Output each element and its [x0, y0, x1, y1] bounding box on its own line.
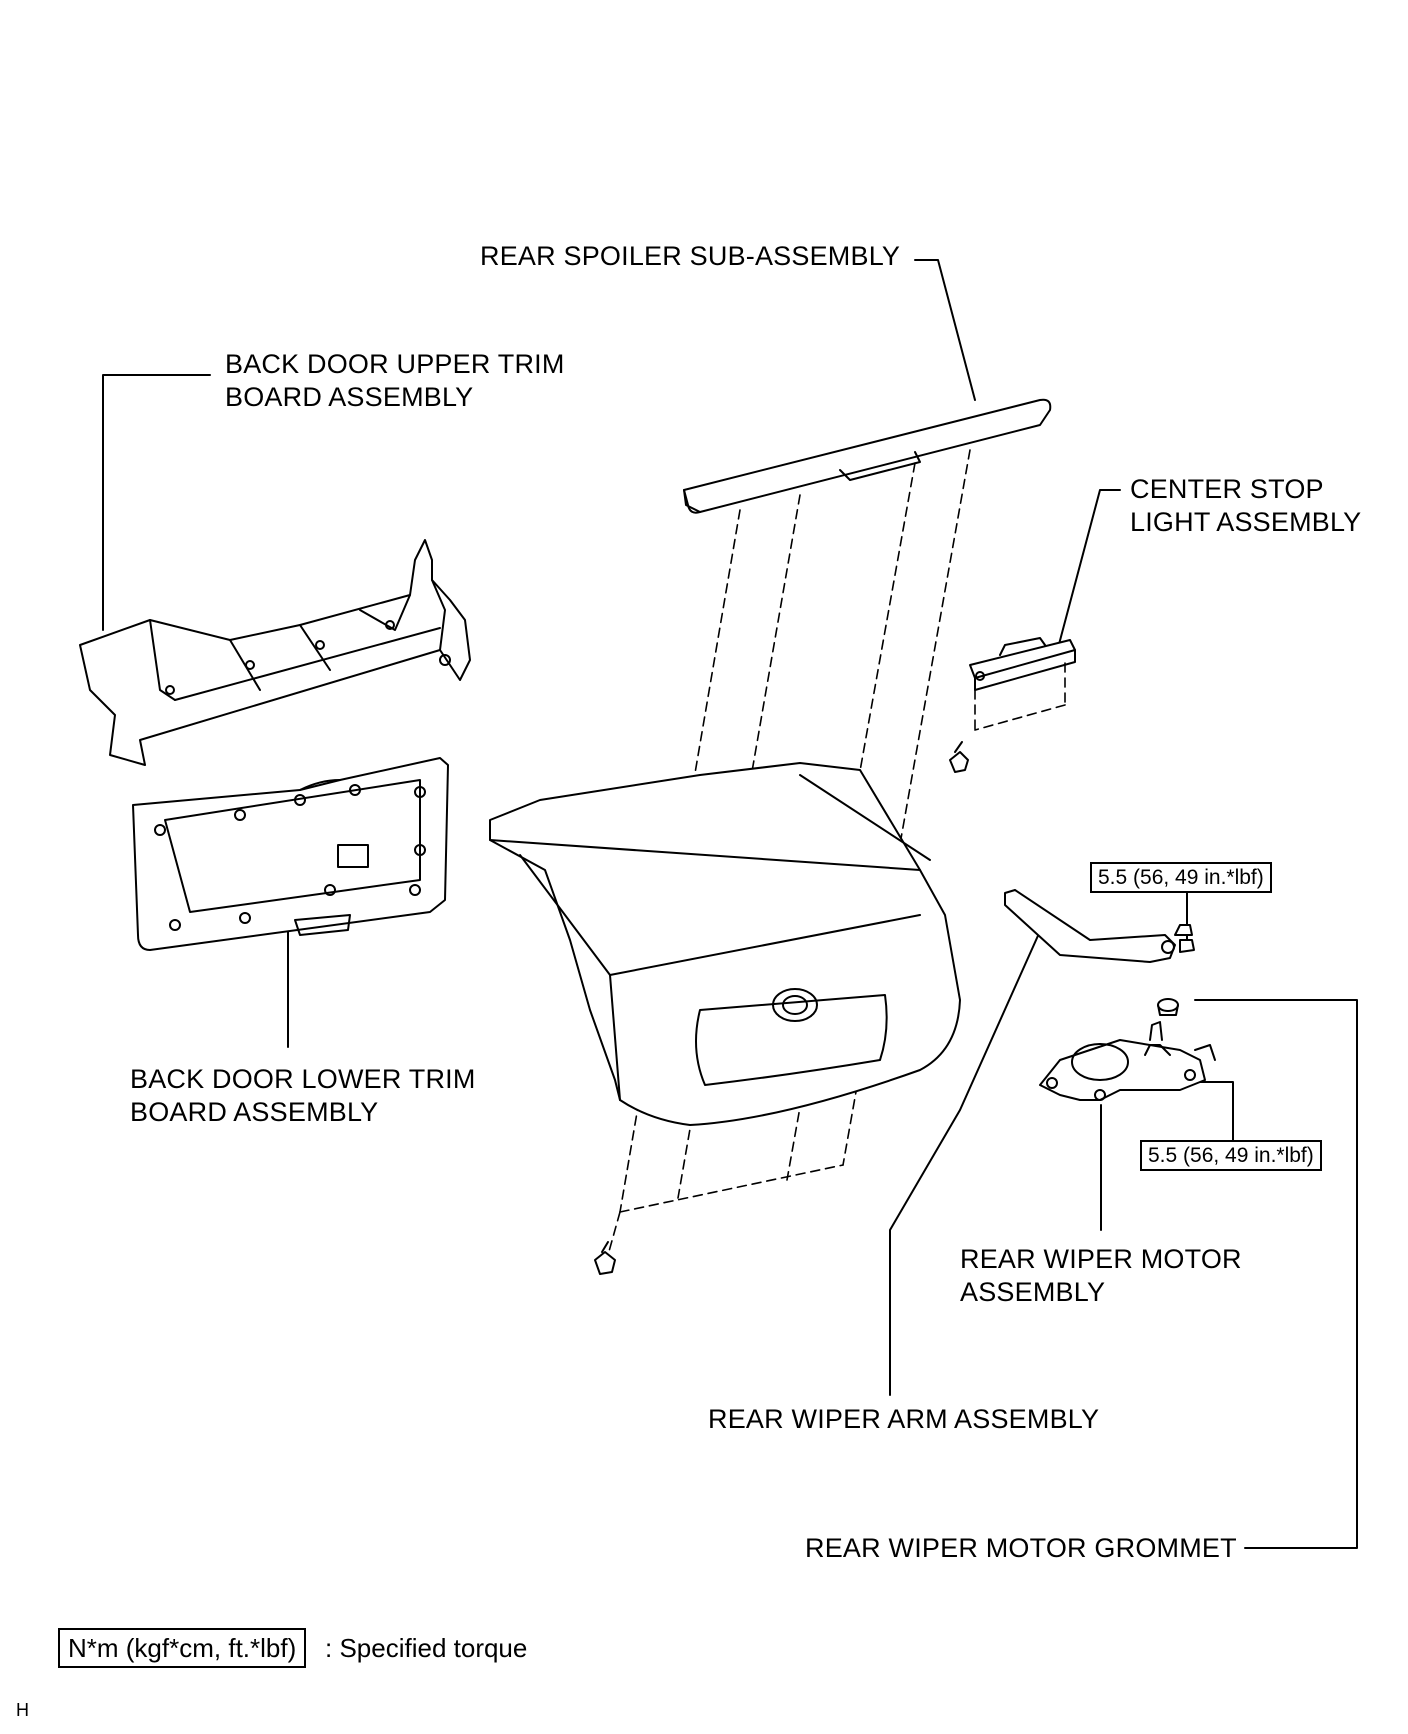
lower-trim-drawing — [132, 757, 449, 951]
rear-wiper-motor-drawing — [1039, 1021, 1216, 1101]
back-door-drawing — [489, 762, 961, 1126]
label-rear-wiper-motor: REAR WIPER MOTOR ASSEMBLY — [960, 1244, 1242, 1307]
leader-upper-trim — [102, 374, 211, 631]
label-center-stop-light: CENTER STOP LIGHT ASSEMBLY — [1130, 474, 1362, 537]
rear-wiper-arm-drawing — [1004, 889, 1193, 963]
label-lower-trim: BACK DOOR LOWER TRIM BOARD ASSEMBLY — [130, 1064, 476, 1127]
label-rear-spoiler: REAR SPOILER SUB-ASSEMBLY — [480, 241, 901, 271]
leader-wiper-arm — [889, 919, 1046, 1396]
grommet-drawing — [1157, 998, 1179, 1016]
leader-grommet — [1194, 999, 1358, 1549]
screws — [594, 741, 969, 1275]
leader-torque-motor — [1199, 1081, 1234, 1141]
leader-center-stop — [1057, 489, 1121, 649]
legend-torque-text: : Specified torque — [325, 1633, 528, 1663]
legend-torque-box: N*m (kgf*cm, ft.*lbf) — [58, 1628, 307, 1668]
arm-nut-drawing — [1179, 939, 1195, 953]
label-rear-wiper-arm: REAR WIPER ARM ASSEMBLY — [708, 1404, 1100, 1434]
rear-spoiler-drawing — [683, 398, 1052, 514]
center-stop-light-drawing — [969, 637, 1076, 691]
corner-mark: H — [16, 1700, 29, 1720]
upper-trim-drawing — [79, 539, 471, 766]
label-rear-wiper-motor-grommet: REAR WIPER MOTOR GROMMET — [805, 1533, 1237, 1563]
leader-lines — [102, 259, 1358, 1549]
torque-box-motor-bolt: 5.5 (56, 49 in.*lbf) — [1140, 1140, 1322, 1171]
torque-box-arm-nut: 5.5 (56, 49 in.*lbf) — [1090, 862, 1272, 893]
leader-rear-spoiler — [914, 259, 976, 401]
label-upper-trim: BACK DOOR UPPER TRIM BOARD ASSEMBLY — [225, 349, 565, 412]
